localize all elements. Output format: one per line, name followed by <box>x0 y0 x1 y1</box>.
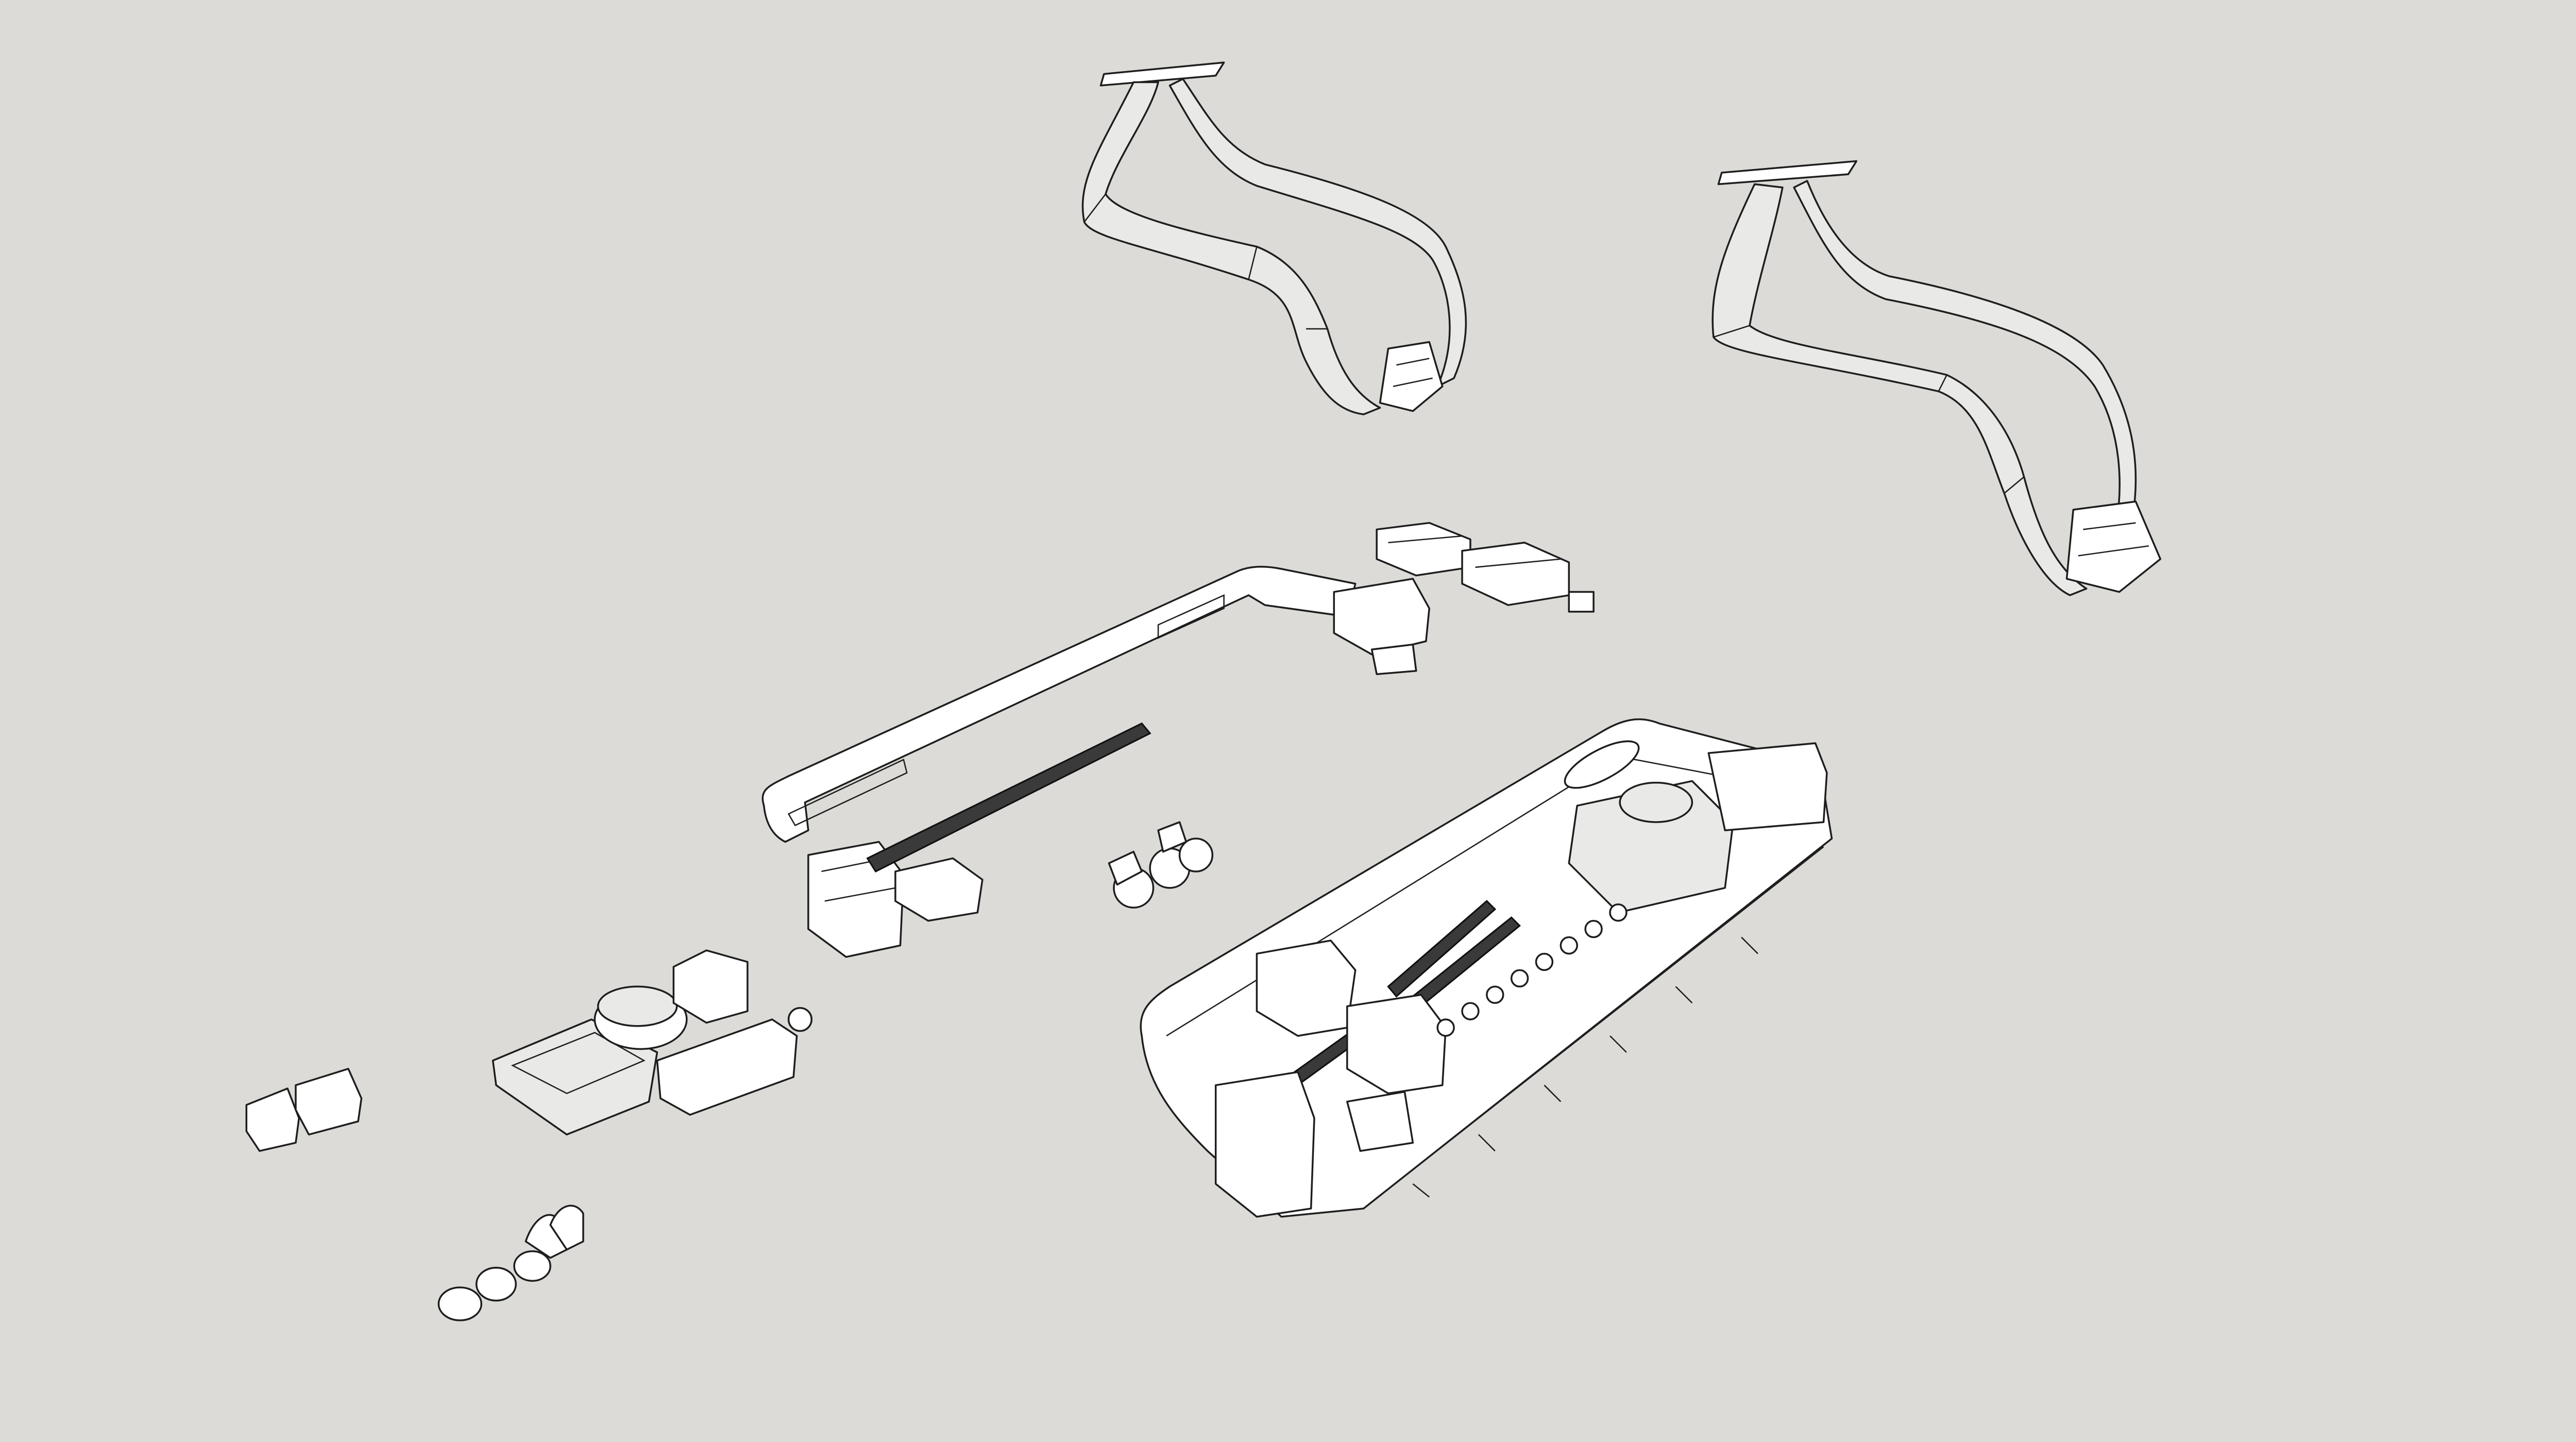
cable-chain-left[interactable] <box>1081 61 1467 415</box>
grid-plate-assembly[interactable] <box>492 949 813 1136</box>
pin-row <box>1436 903 1628 1037</box>
chain-end-bracket <box>1379 341 1444 412</box>
fittings-cluster[interactable] <box>1108 821 1214 909</box>
chain-end-bracket <box>2065 500 2161 593</box>
base-frame[interactable] <box>1140 718 1833 1218</box>
gantry-arm[interactable] <box>761 565 1430 958</box>
lead-screw <box>866 722 1151 873</box>
bracket-pair[interactable] <box>245 1068 363 1152</box>
carriage-blocks[interactable] <box>1376 522 1595 613</box>
cable-chain-right[interactable] <box>1711 160 2161 596</box>
knob-set[interactable] <box>437 1204 584 1321</box>
